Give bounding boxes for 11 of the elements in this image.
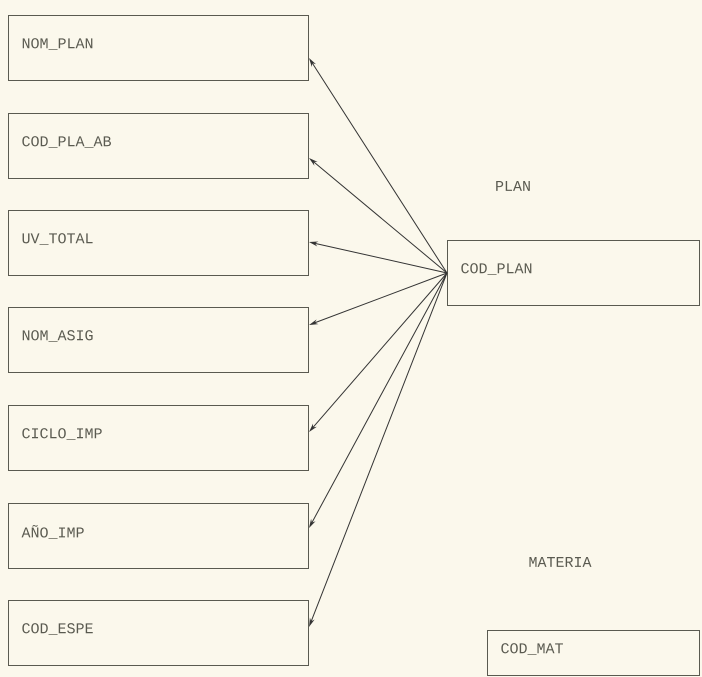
- attribute-box: COD_PLA_AB: [8, 113, 309, 179]
- attribute-box: COD_PLAN: [447, 240, 700, 306]
- attribute-box: NOM_PLAN: [8, 15, 309, 81]
- attribute-box: UV_TOTAL: [8, 210, 309, 276]
- attribute-box: COD_ESPE: [8, 600, 309, 666]
- attribute-box: AÑO_IMP: [8, 502, 309, 569]
- entity-name: MATERIA: [529, 557, 592, 567]
- entity-name: PLAN: [496, 181, 530, 191]
- attribute-box: NOM_ASIG: [8, 306, 309, 373]
- attribute-box: COD_MAT: [487, 630, 700, 676]
- attribute-box: CICLO_IMP: [8, 404, 309, 471]
